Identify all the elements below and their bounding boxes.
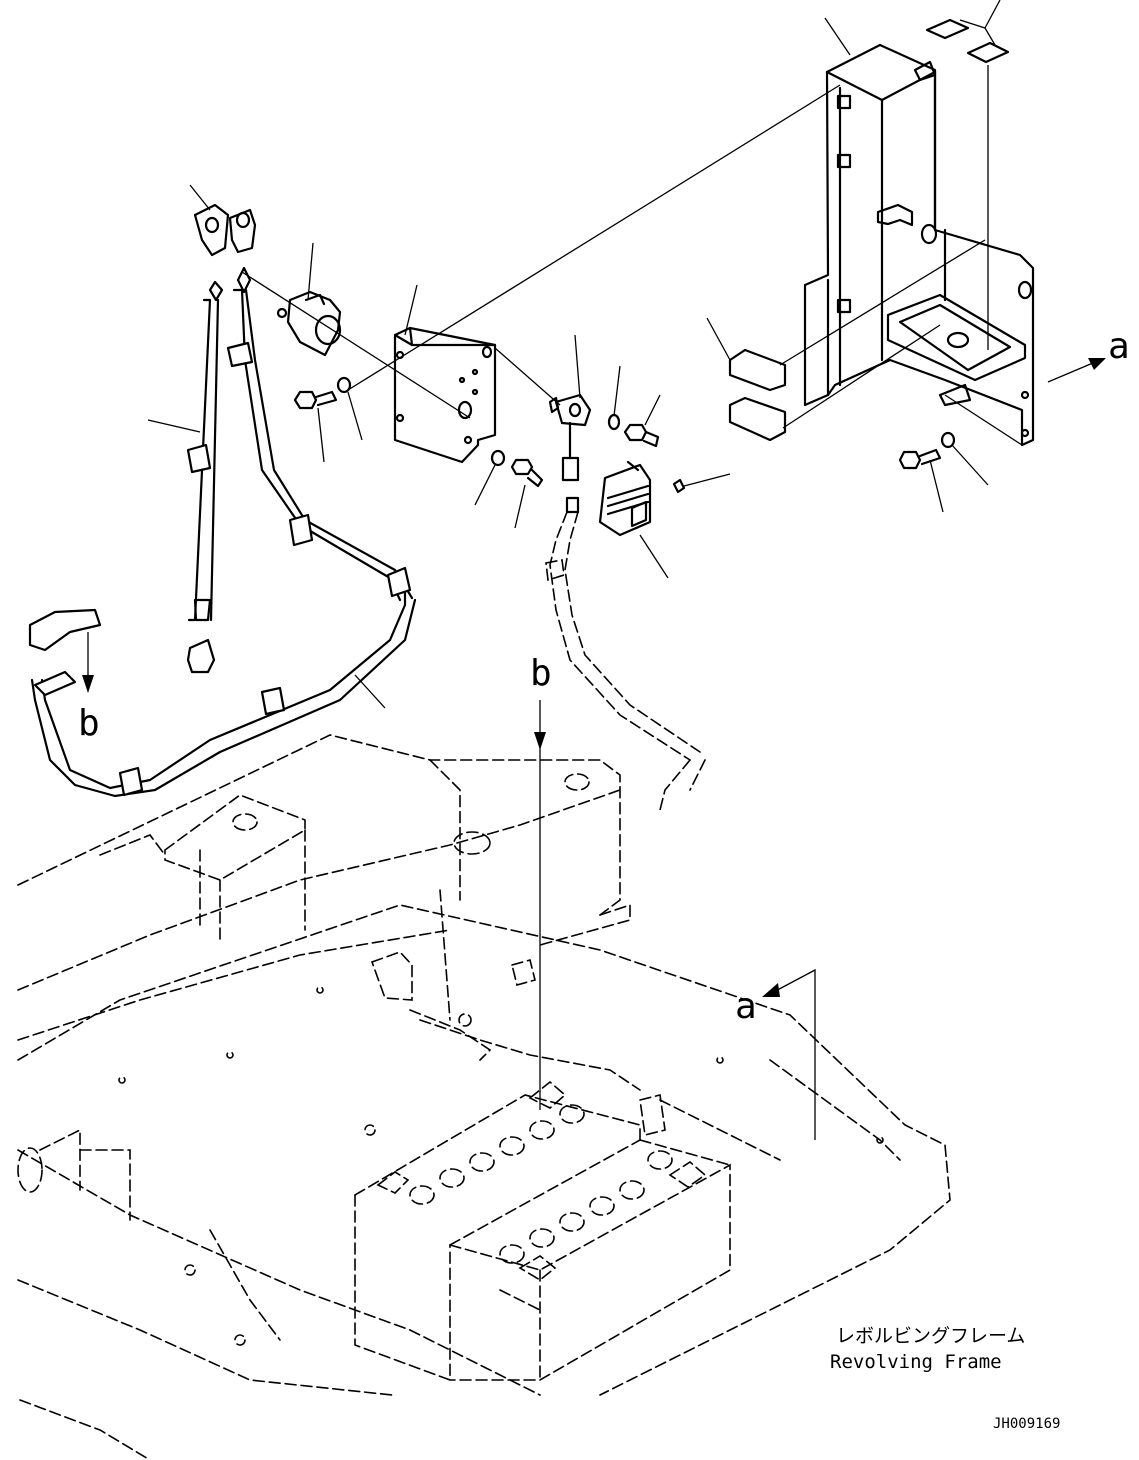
relay-bracket bbox=[393, 326, 497, 464]
caption-japanese: レボルビングフレーム bbox=[836, 1325, 1025, 1347]
revolving-frame bbox=[17, 904, 951, 1460]
callout-a-bottom: a bbox=[735, 986, 757, 1027]
batteries bbox=[354, 1080, 731, 1382]
callout-a-top: a bbox=[1108, 326, 1130, 367]
sensor-lead bbox=[545, 511, 706, 811]
figure-id: JH009169 bbox=[993, 1416, 1060, 1432]
caption-english: Revolving Frame bbox=[830, 1351, 1002, 1373]
resistor bbox=[598, 460, 652, 537]
view-arrows bbox=[82, 358, 1106, 1140]
leader-lines bbox=[147, 0, 1023, 1110]
labels: a a b b レボルビングフレーム Revolving Frame JH009… bbox=[78, 326, 1130, 1432]
battery-box-bracket bbox=[803, 43, 1035, 447]
connector bbox=[548, 393, 592, 514]
cables bbox=[28, 266, 417, 798]
callout-b-left: b bbox=[78, 703, 100, 744]
bolts-washers bbox=[293, 376, 956, 494]
battery-relay bbox=[276, 290, 342, 357]
frame-beam bbox=[17, 734, 666, 1136]
terminal-caps bbox=[193, 203, 257, 257]
stickers bbox=[728, 18, 1010, 442]
callout-b-center: b bbox=[530, 653, 552, 694]
